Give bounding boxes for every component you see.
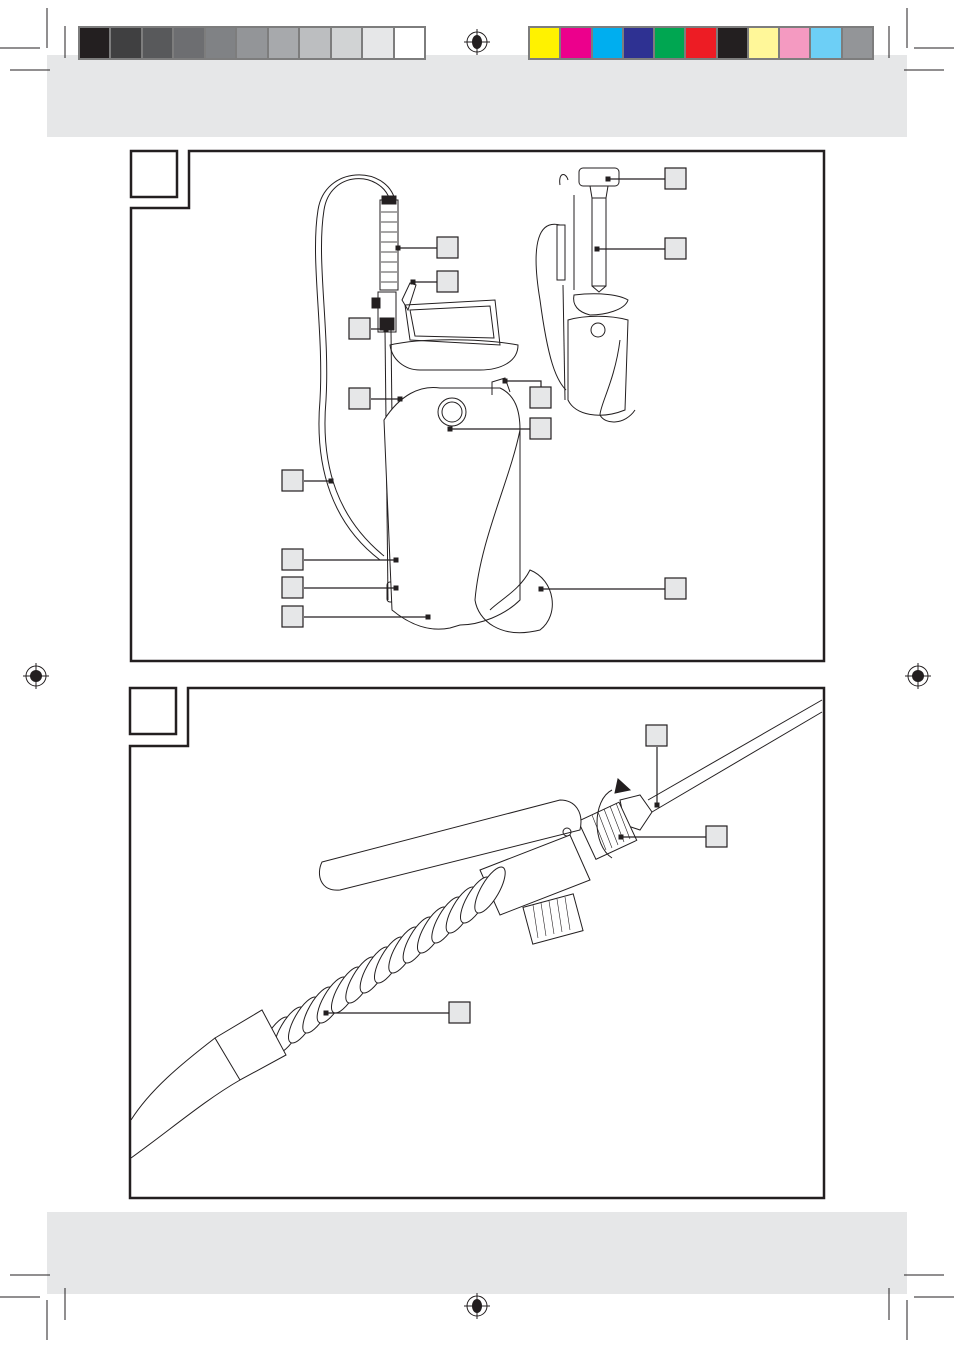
leader-dot xyxy=(393,585,399,591)
grayscale-swatch xyxy=(363,28,393,58)
callout-label-box xyxy=(618,825,728,848)
leader-dot xyxy=(605,176,611,182)
leader-line xyxy=(505,380,542,387)
color-calibration-strip xyxy=(528,26,874,60)
figure-1-callouts xyxy=(281,167,687,628)
callout-label-box xyxy=(645,724,668,808)
color-swatch xyxy=(561,28,591,58)
grayscale-swatch xyxy=(394,28,424,58)
figure-2-frame xyxy=(128,686,826,1200)
callout-label-box xyxy=(281,576,399,599)
color-swatch xyxy=(748,28,779,58)
leader-dot xyxy=(393,557,399,563)
callout-label-box xyxy=(410,270,459,293)
callout-label-box xyxy=(281,605,431,628)
color-swatch xyxy=(623,28,654,58)
callout-label-box xyxy=(605,167,687,190)
color-swatch xyxy=(655,28,685,58)
registration-mark-icon xyxy=(23,663,49,689)
leader-dot xyxy=(425,614,431,620)
callout-label-box xyxy=(502,378,552,409)
bottom-gray-band xyxy=(47,1212,907,1294)
color-swatch xyxy=(686,28,716,58)
grayscale-swatch xyxy=(268,28,299,58)
callout-label-box xyxy=(447,417,552,440)
callout-label-box xyxy=(348,387,403,410)
grayscale-swatch xyxy=(142,28,173,58)
color-swatch xyxy=(780,28,810,58)
registration-mark-icon xyxy=(464,29,490,55)
color-swatch xyxy=(842,28,872,58)
color-swatch xyxy=(717,28,747,58)
leader-dot xyxy=(395,245,401,251)
leader-dot xyxy=(654,802,660,808)
crop-marks xyxy=(0,8,954,1340)
grayscale-swatch xyxy=(331,28,362,58)
callout-label-box xyxy=(323,1001,471,1024)
grayscale-calibration-strip xyxy=(78,26,426,60)
leader-dot xyxy=(323,1010,329,1016)
color-swatch xyxy=(592,28,622,58)
spring-coils xyxy=(259,866,506,1064)
leader-dot xyxy=(383,326,389,332)
callout-label-box xyxy=(281,469,334,492)
leader-dot xyxy=(502,378,508,384)
leader-dot xyxy=(397,396,403,402)
spring-coil xyxy=(474,866,506,914)
leader-dot xyxy=(594,246,600,252)
leader-dot xyxy=(328,478,334,484)
leader-dot xyxy=(538,586,544,592)
figure-2-callouts xyxy=(323,724,728,1024)
grayscale-swatch xyxy=(237,28,267,58)
callout-label-box xyxy=(281,548,399,571)
figure-1-frame xyxy=(129,149,826,663)
registration-mark-icon xyxy=(464,1293,490,1319)
grayscale-swatch xyxy=(300,28,330,58)
leader-dot xyxy=(618,834,624,840)
lance-closeup-illustration xyxy=(130,699,823,1159)
color-swatch xyxy=(530,28,560,58)
callout-label-box xyxy=(538,577,687,600)
grayscale-swatch xyxy=(80,28,110,58)
top-gray-band xyxy=(47,55,907,137)
grayscale-swatch xyxy=(111,28,141,58)
registration-mark-icon xyxy=(905,663,931,689)
callout-label-box xyxy=(594,237,687,260)
grayscale-swatch xyxy=(205,28,236,58)
grayscale-swatch xyxy=(174,28,204,58)
color-swatch xyxy=(811,28,841,58)
callout-label-box xyxy=(348,317,389,340)
callout-label-box xyxy=(395,236,459,259)
leader-dot xyxy=(410,279,416,285)
sprayer-illustration-exploded xyxy=(535,167,636,423)
leader-dot xyxy=(447,426,453,432)
